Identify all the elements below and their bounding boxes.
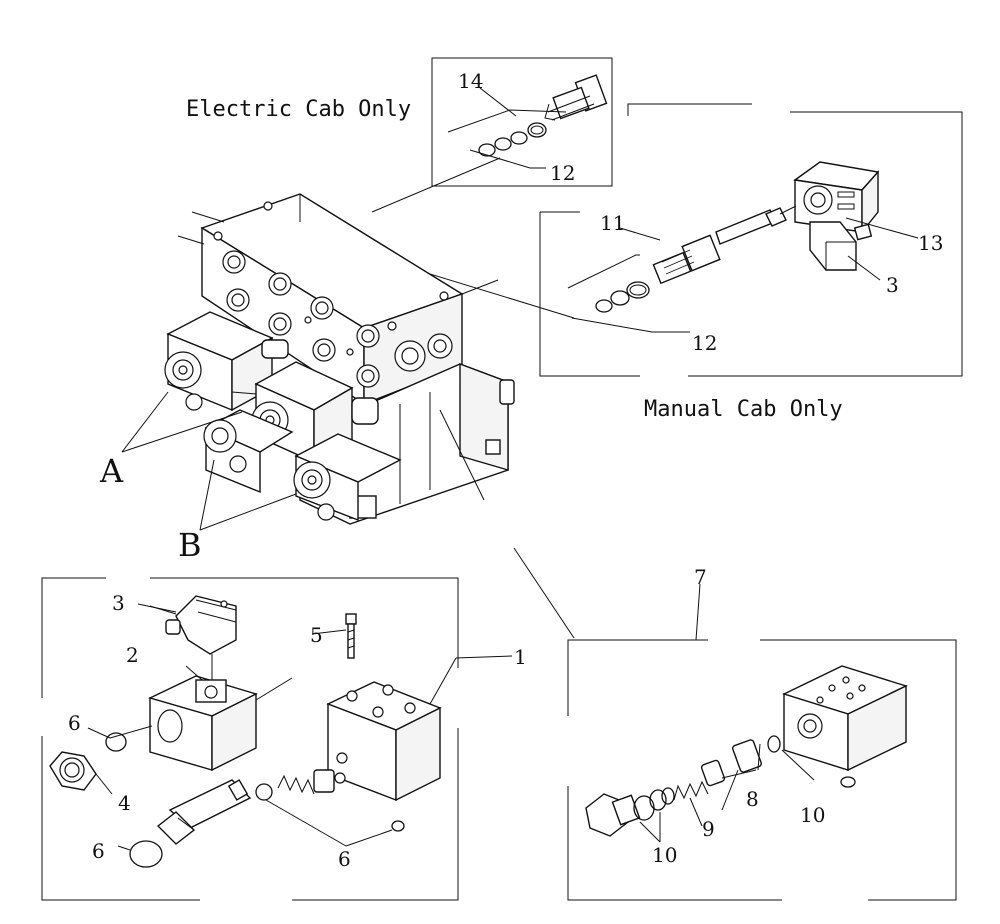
callout-6-a: 6: [68, 711, 81, 735]
screw-5-part: [345, 613, 357, 659]
callout-A: A: [99, 452, 124, 490]
electric-fitting-part: [544, 74, 608, 121]
o-ring-6-upper: [87, 727, 127, 752]
callout-14: 14: [458, 69, 483, 93]
callout-3-top: 3: [886, 273, 899, 297]
solenoid-A-part: [164, 311, 331, 412]
callout-1: 1: [514, 645, 527, 669]
callout-3-left: 3: [112, 591, 125, 615]
callout-12-mid: 12: [692, 331, 717, 355]
callout-6-b: 6: [92, 839, 105, 863]
valve-block-7-part: [782, 665, 908, 788]
manual-cab-caption: Manual Cab Only: [644, 397, 843, 422]
callout-13: 13: [918, 231, 943, 255]
spool-spring-part: [277, 769, 346, 795]
callout-4: 4: [118, 791, 131, 815]
manual-o-rings: [595, 281, 650, 313]
callout-5: 5: [310, 623, 323, 647]
callout-12-top: 12: [550, 161, 575, 185]
o-ring-6-mid: [255, 783, 405, 847]
connector-3-bottom-part: [137, 595, 237, 680]
callout-2: 2: [126, 643, 139, 667]
leader-to-electric-inset: [371, 157, 501, 213]
electric-cab-caption: Electric Cab Only: [186, 97, 411, 122]
electric-o-rings: [478, 122, 547, 157]
connector-3-part: [809, 221, 873, 271]
callout-8: 8: [746, 787, 759, 811]
valve-block-1-part: [326, 657, 457, 802]
inset-1-frame: [41, 577, 459, 901]
callout-B: B: [178, 526, 202, 564]
solenoid-coil-2-part: [109, 665, 293, 772]
callout-leaders: [149, 605, 739, 827]
solenoid-lower-part: [293, 433, 402, 522]
leader-lines-A-B: [121, 391, 297, 531]
nut-4-part: [49, 751, 113, 795]
cartridge-part: [156, 779, 252, 845]
callout-6-c: 6: [338, 847, 351, 871]
callout-10-b: 10: [652, 843, 677, 867]
valve-stem-11-part: [652, 205, 797, 285]
electric-cab-inset: [431, 57, 613, 187]
solenoid-B-part: [203, 409, 294, 494]
callout-10-a: 10: [800, 803, 825, 827]
poppet-8-part: [700, 735, 781, 787]
callout-7: 7: [694, 565, 707, 589]
solenoid-coil-13-part: [793, 161, 880, 234]
callout-9: 9: [702, 817, 715, 841]
plug-and-rings-10-part: [585, 749, 815, 843]
inset-7-frame: [513, 547, 957, 901]
o-ring-6-lower: [117, 840, 163, 868]
manual-cab-inset: [539, 103, 963, 377]
callout-11: 11: [600, 211, 625, 235]
spring-9-part: [673, 780, 709, 801]
manifold-block-part: [177, 193, 499, 406]
